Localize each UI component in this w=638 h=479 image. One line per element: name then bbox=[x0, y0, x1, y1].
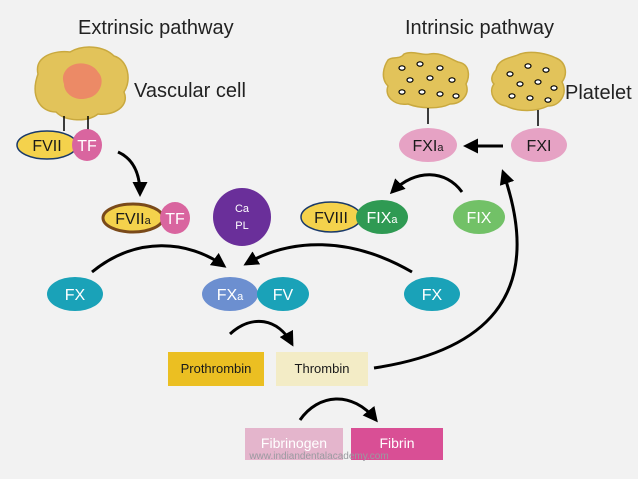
fix-node: FIX bbox=[453, 200, 505, 234]
platelet-granules-2 bbox=[506, 63, 558, 103]
vascular-cell-label: Vascular cell bbox=[134, 80, 246, 102]
ca-pl-node: Ca PL bbox=[213, 188, 271, 246]
website-watermark: www.indiandentalacademy.com bbox=[249, 451, 389, 462]
fx-right-label: FX bbox=[422, 287, 443, 304]
platelet bbox=[490, 51, 567, 112]
prothrombin-box: Prothrombin bbox=[168, 352, 264, 386]
fxia-node: FXIa bbox=[399, 128, 457, 162]
prothrombin-label: Prothrombin bbox=[181, 361, 252, 376]
arrow-fx-left-to-fxa bbox=[91, 244, 227, 274]
svg-text:FXIa: FXIa bbox=[412, 138, 444, 155]
svg-text:FXa: FXa bbox=[217, 287, 244, 304]
fv-node: FV bbox=[257, 277, 309, 311]
fx-left-label: FX bbox=[65, 287, 86, 304]
fibrinogen-label: Fibrinogen bbox=[261, 435, 327, 451]
fxa-node: FXa bbox=[202, 277, 258, 311]
thrombin-label: Thrombin bbox=[295, 361, 350, 376]
tf-top-label: TF bbox=[77, 138, 97, 155]
fix-label: FIX bbox=[467, 210, 492, 227]
fx-right-node: FX bbox=[404, 277, 460, 311]
vascular-cell-nucleus bbox=[62, 63, 102, 100]
fxi-node: FXI bbox=[511, 128, 567, 162]
arrow-thrombin-to-fxi bbox=[373, 169, 519, 370]
platelet-activated bbox=[382, 51, 470, 109]
tf-node-mid: TF bbox=[160, 202, 190, 234]
arrow-fibrinogen-to-fibrin bbox=[298, 397, 378, 423]
arrow-fixa bbox=[389, 173, 464, 195]
tf-mid-label: TF bbox=[165, 211, 185, 228]
fxa-label: FX bbox=[217, 287, 238, 304]
svg-text:FVIIa: FVIIa bbox=[115, 211, 151, 228]
arrow-fx-right-to-fxa bbox=[243, 243, 413, 274]
platelet-label: Platelet bbox=[565, 82, 632, 104]
fx-left-node: FX bbox=[47, 277, 103, 311]
fvii-label: FVII bbox=[32, 138, 61, 155]
platelet-granules bbox=[398, 61, 460, 99]
fv-label: FV bbox=[273, 287, 294, 304]
fxia-label: FXI bbox=[412, 138, 437, 155]
fviia-label: FVII bbox=[115, 211, 144, 228]
fxia-subscript: a bbox=[437, 142, 444, 154]
fxa-subscript: a bbox=[237, 291, 244, 303]
arrow-fvii-to-fviia bbox=[117, 150, 148, 197]
tf-node-top: TF bbox=[72, 129, 102, 161]
intrinsic-heading: Intrinsic pathway bbox=[405, 17, 554, 39]
fixa-subscript: a bbox=[391, 214, 398, 226]
fvii-node: FVII bbox=[16, 130, 78, 160]
vascular-cell bbox=[34, 46, 129, 121]
fviii-label: FVIII bbox=[314, 210, 348, 227]
fixa-label: FIX bbox=[366, 210, 391, 227]
fixa-node: FIXa bbox=[356, 200, 408, 234]
fviii-node: FVIII bbox=[300, 201, 362, 233]
thrombin-box: Thrombin bbox=[276, 352, 368, 386]
fviia-subscript: a bbox=[145, 215, 152, 227]
fibrin-label: Fibrin bbox=[379, 435, 414, 451]
extrinsic-heading: Extrinsic pathway bbox=[78, 17, 234, 39]
svg-text:FIXa: FIXa bbox=[366, 210, 398, 227]
arrow-prothrombin-to-thrombin bbox=[228, 319, 294, 347]
pl-label: PL bbox=[235, 220, 248, 232]
fviia-node: FVIIa bbox=[101, 202, 165, 234]
fibrinogen-box: Fibrinogen bbox=[245, 428, 343, 460]
ca-label: Ca bbox=[235, 203, 250, 215]
fxi-label: FXI bbox=[527, 138, 552, 155]
fibrin-box: Fibrin bbox=[351, 428, 443, 460]
